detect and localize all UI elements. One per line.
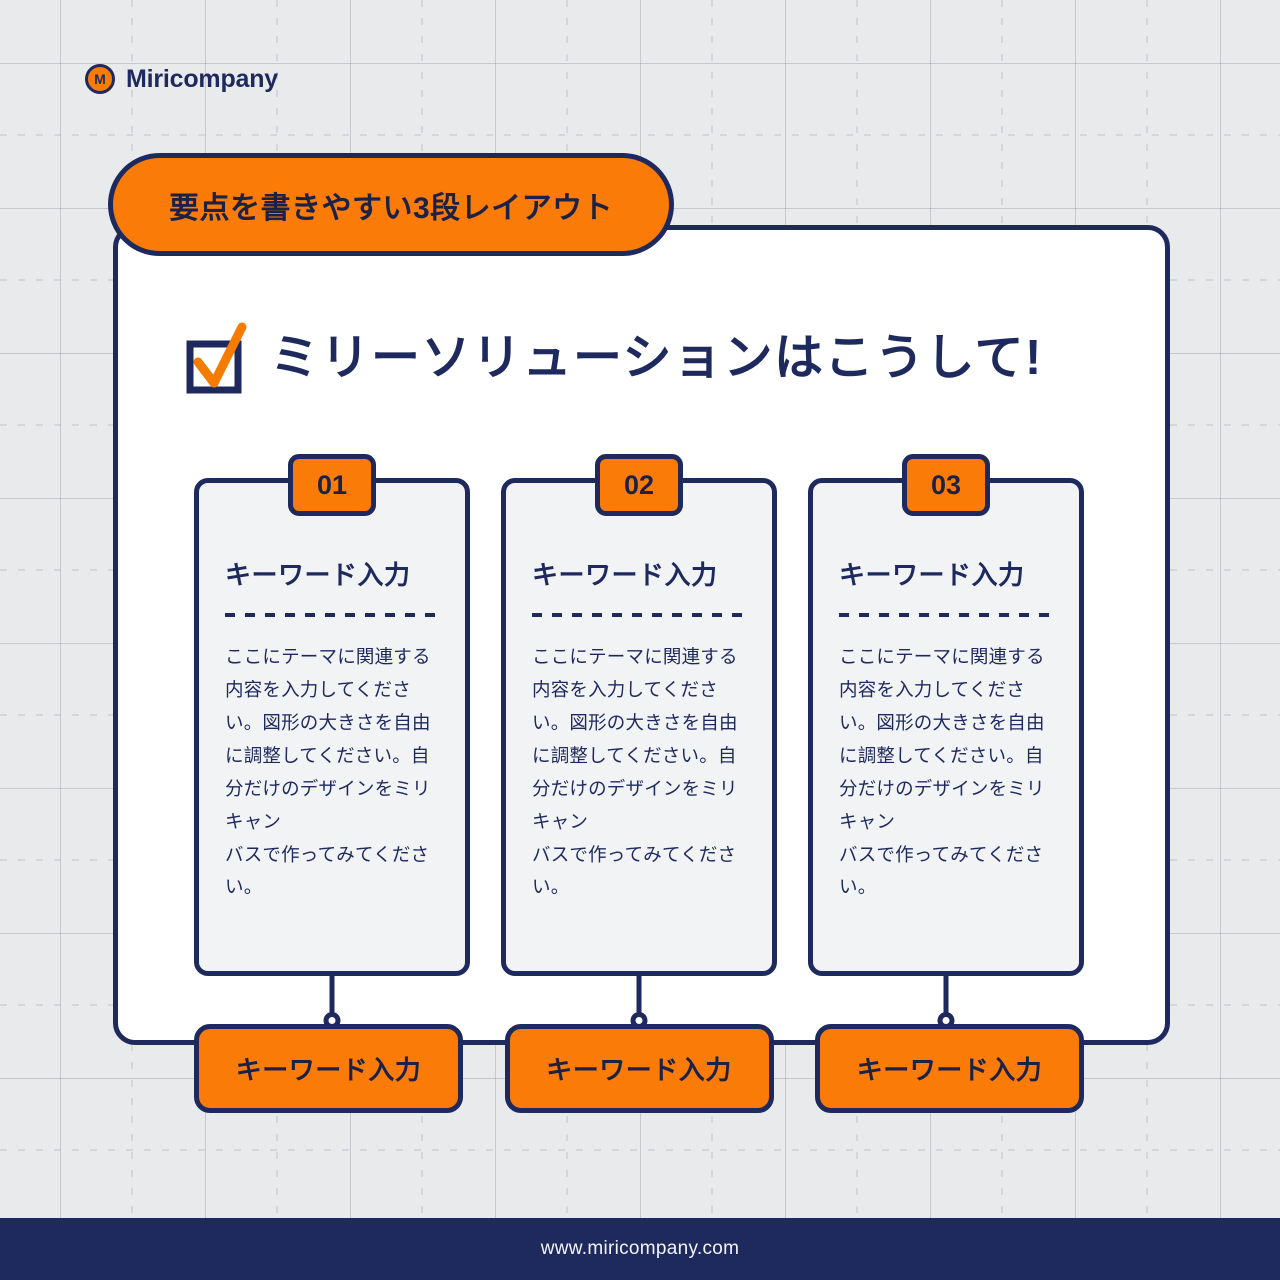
card-2: 02 キーワード入力 ここにテーマに関連する内容を入力してください。図形の大きさ… xyxy=(501,454,777,976)
card-column-2: 02 キーワード入力 ここにテーマに関連する内容を入力してください。図形の大きさ… xyxy=(501,454,777,1029)
footer-url[interactable]: www.miricompany.com xyxy=(540,1238,740,1259)
card-body-1: ここにテーマに関連する内容を入力してください。図形の大きさを自由に調整してくださ… xyxy=(225,646,431,898)
footer-bar: www.miricompany.com xyxy=(0,1218,1280,1280)
bottom-pill-label-3: キーワード入力 xyxy=(856,1055,1043,1085)
connector-line-2 xyxy=(636,976,642,1020)
card-title-1: キーワード入力 xyxy=(225,560,411,590)
card-title-3: キーワード入力 xyxy=(839,560,1025,590)
card-body-3: ここにテーマに関連する内容を入力してください。図形の大きさを自由に調整してくださ… xyxy=(839,646,1045,898)
card-number-badge-3: 03 xyxy=(902,454,990,516)
card-column-3: 03 キーワード入力 ここにテーマに関連する内容を入力してください。図形の大きさ… xyxy=(808,454,1084,1029)
checkbox-checked-icon xyxy=(186,322,247,394)
card-3: 03 キーワード入力 ここにテーマに関連する内容を入力してください。図形の大きさ… xyxy=(808,454,1084,976)
card-number-badge-1: 01 xyxy=(288,454,376,516)
page-title-row: ミリーソリューションはこうして! xyxy=(186,322,1043,394)
header-badge-label: 要点を書きやすい3段レイアウト xyxy=(169,191,614,225)
card-divider-1 xyxy=(225,613,439,617)
bottom-pill-row: キーワード入力 キーワード入力 キーワード入力 xyxy=(194,1024,1084,1113)
page-title: ミリーソリューションはこうして! xyxy=(270,330,1043,385)
card-body-2: ここにテーマに関連する内容を入力してください。図形の大きさを自由に調整してくださ… xyxy=(532,646,738,898)
cards-row: 01 キーワード入力 ここにテーマに関連する内容を入力してください。図形の大きさ… xyxy=(194,454,1084,1029)
bottom-pill-3[interactable]: キーワード入力 xyxy=(815,1024,1084,1113)
header-badge: 要点を書きやすい3段レイアウト xyxy=(108,153,675,256)
brand-logo: M Miricompany xyxy=(85,64,278,94)
bottom-pill-label-1: キーワード入力 xyxy=(235,1055,422,1085)
card-connector-1 xyxy=(322,976,342,1029)
connector-line-1 xyxy=(329,976,335,1020)
card-1: 01 キーワード入力 ここにテーマに関連する内容を入力してください。図形の大きさ… xyxy=(194,454,470,976)
card-title-2: キーワード入力 xyxy=(532,560,718,590)
circle-m-logo-icon: M xyxy=(85,64,115,94)
bottom-pill-2[interactable]: キーワード入力 xyxy=(504,1024,774,1113)
card-number-label-3: 03 xyxy=(930,469,962,500)
brand-name: Miricompany xyxy=(126,64,278,93)
card-divider-2 xyxy=(532,613,746,617)
card-divider-3 xyxy=(839,613,1053,617)
card-number-label-1: 01 xyxy=(316,469,348,500)
connector-line-3 xyxy=(943,976,949,1020)
card-number-label-2: 02 xyxy=(623,469,655,500)
card-number-badge-2: 02 xyxy=(595,454,683,516)
card-column-1: 01 キーワード入力 ここにテーマに関連する内容を入力してください。図形の大きさ… xyxy=(194,454,470,1029)
card-connector-3 xyxy=(936,976,956,1029)
bottom-pill-1[interactable]: キーワード入力 xyxy=(194,1024,463,1113)
card-connector-2 xyxy=(629,976,649,1029)
bottom-pill-label-2: キーワード入力 xyxy=(546,1055,732,1085)
